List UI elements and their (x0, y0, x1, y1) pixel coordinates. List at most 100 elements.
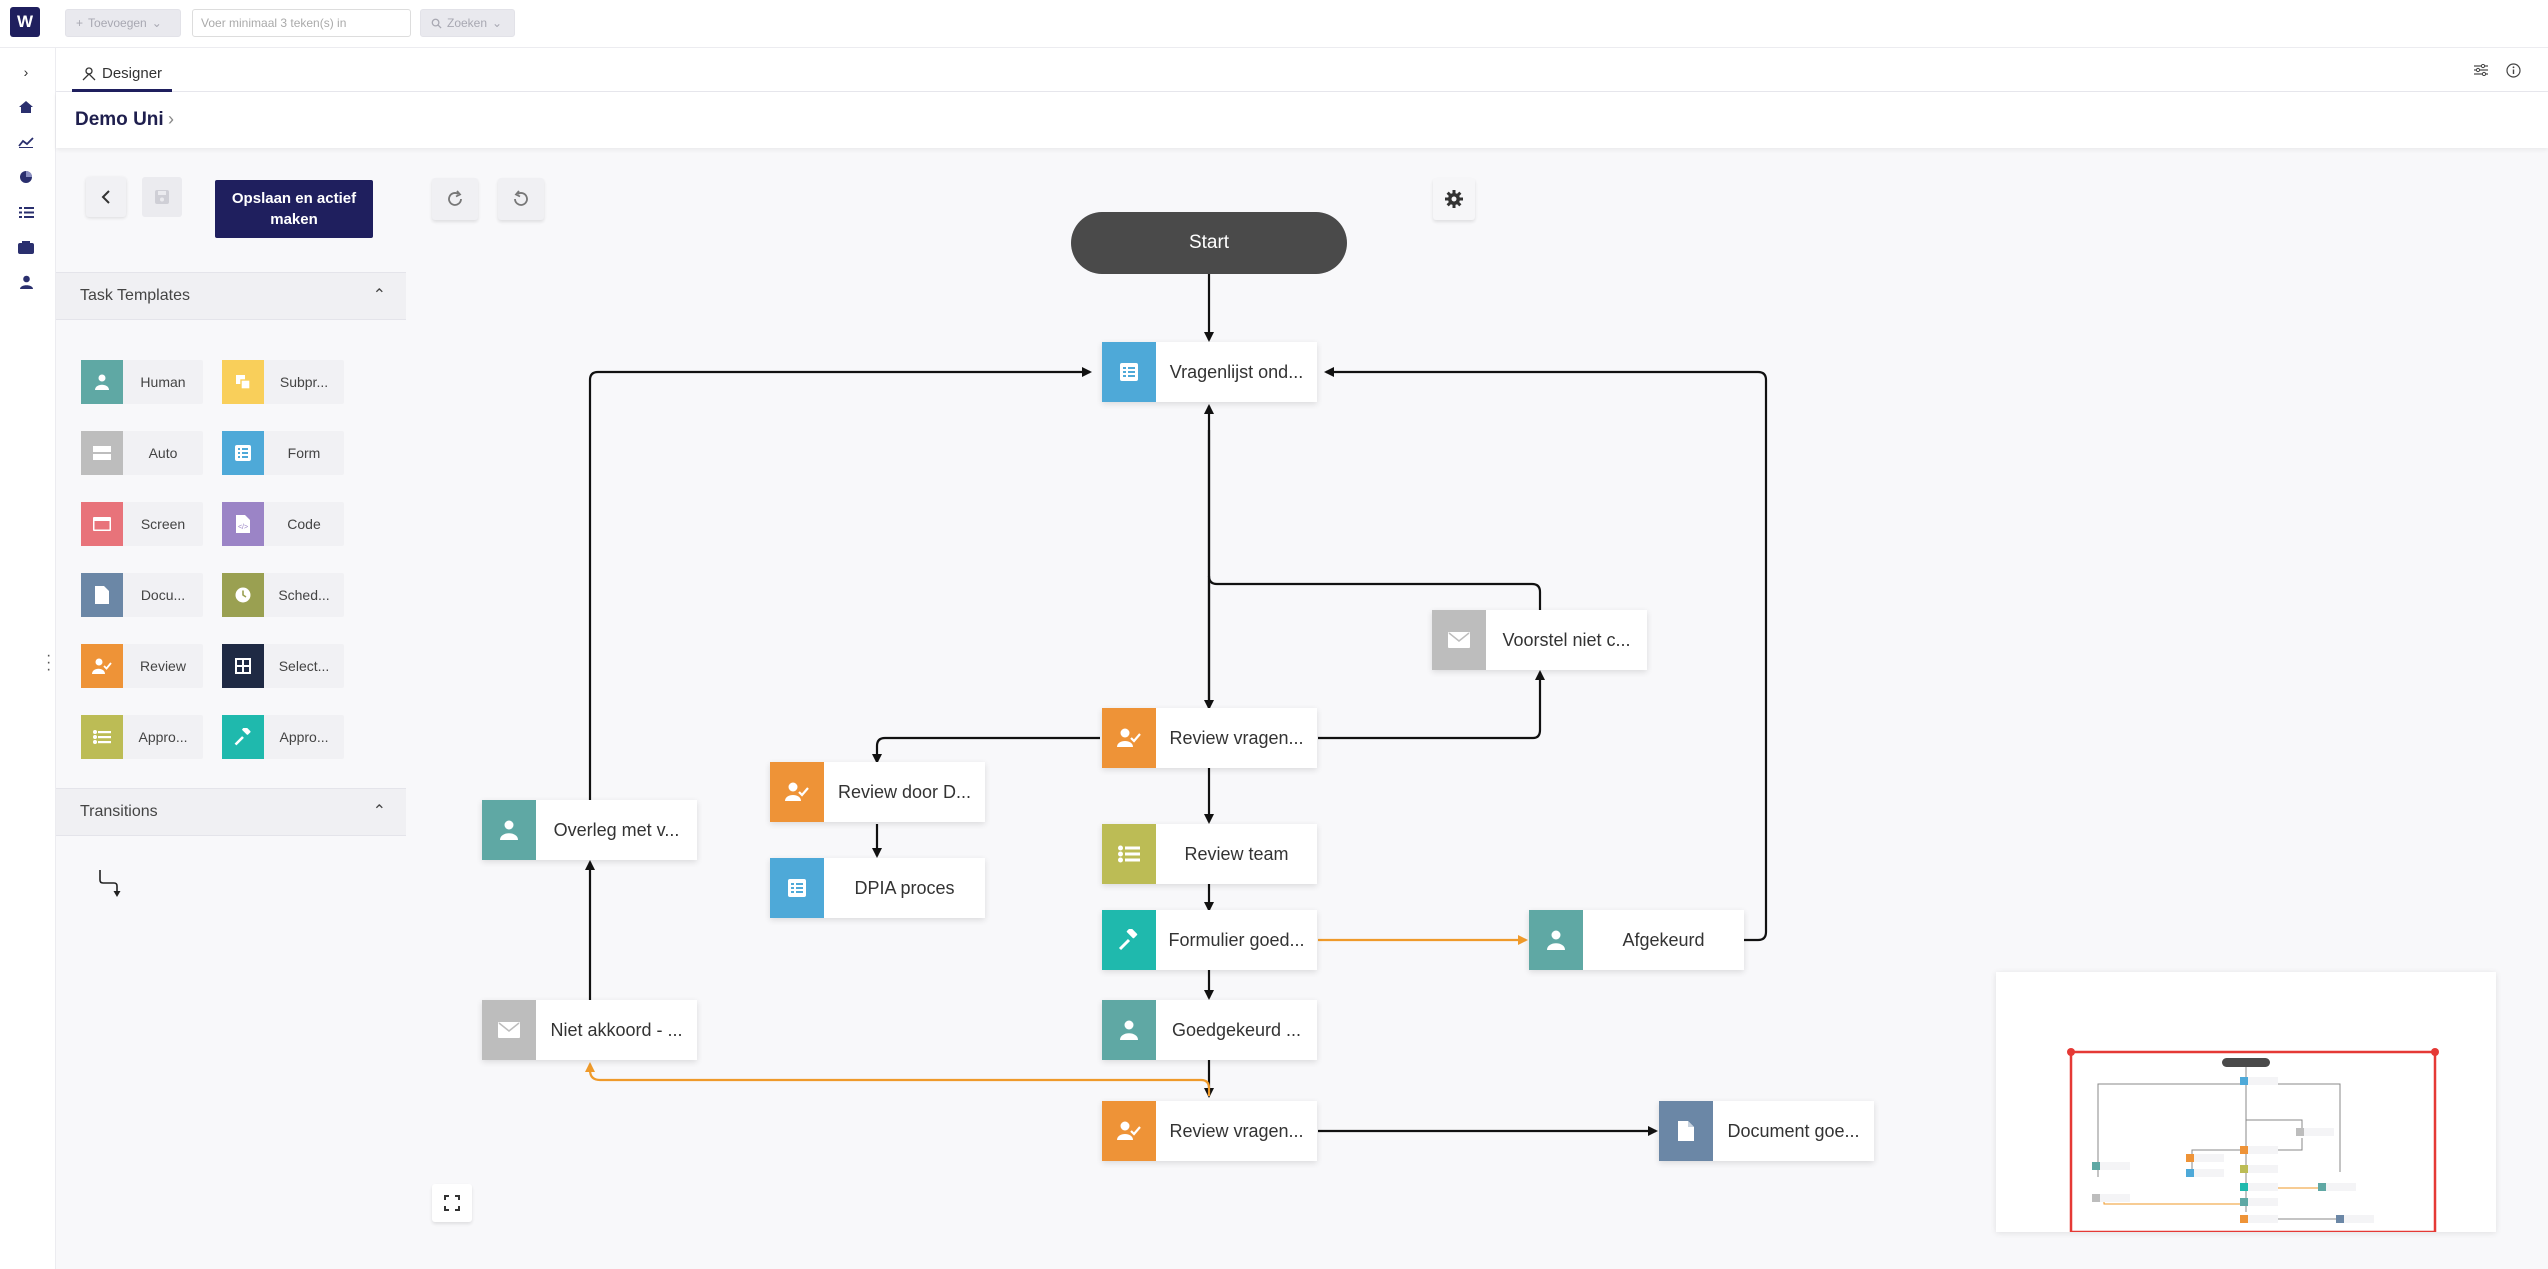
redo-button[interactable] (432, 178, 478, 220)
form-icon (222, 431, 264, 475)
edge-voorstel-vragenlijst (1207, 575, 1542, 610)
transition-tool-icon[interactable] (98, 868, 124, 898)
node-review-team[interactable]: Review team (1102, 824, 1317, 884)
minimap-preview (2067, 1048, 2439, 1234)
template-subpr[interactable]: Subpr... (222, 360, 344, 404)
task-templates-heading: Task Templates (80, 287, 190, 304)
chevron-left-icon (101, 190, 110, 204)
search-button-label: Zoeken (447, 16, 488, 30)
start-node[interactable]: Start (1071, 212, 1347, 274)
info-icon[interactable] (2504, 61, 2522, 79)
pie-chart-icon[interactable] (17, 168, 35, 186)
node-dpia[interactable]: DPIA proces (770, 858, 985, 918)
node-overleg[interactable]: Overleg met v... (482, 800, 697, 860)
chevron-right-icon[interactable]: › (23, 64, 29, 80)
gavel-icon (1102, 910, 1156, 970)
node-review-vragen-1[interactable]: Review vragen... (1102, 708, 1317, 768)
fullscreen-button[interactable] (432, 1184, 472, 1222)
auto-icon (81, 431, 123, 475)
sliders-icon[interactable] (2472, 61, 2490, 79)
form-icon (1102, 342, 1156, 402)
back-button[interactable] (86, 177, 126, 217)
floppy-disk-icon (155, 190, 169, 204)
chevron-right-icon: › (168, 109, 174, 129)
app-logo[interactable]: W (10, 7, 40, 37)
template-sched[interactable]: Sched... (222, 573, 344, 617)
template-docu[interactable]: Docu... (81, 573, 203, 617)
template-appro[interactable]: Appro... (222, 715, 344, 759)
template-code[interactable]: </>Code (222, 502, 344, 546)
page-title[interactable]: Demo Uni (75, 109, 164, 130)
node-goedgekeurd[interactable]: Goedgekeurd ... (1102, 1000, 1317, 1060)
undo-button[interactable] (498, 178, 544, 220)
node-vragenlijst[interactable]: Vragenlijst ond... (1102, 342, 1317, 402)
tab-designer[interactable]: Designer (72, 58, 173, 92)
node-review-vragen-2[interactable]: Review vragen... (1102, 1101, 1317, 1161)
node-label: Overleg met v... (553, 819, 680, 840)
chevron-down-icon: ⌄ (151, 16, 162, 30)
settings-button[interactable] (1433, 178, 1475, 220)
template-label: Review (140, 658, 186, 674)
person-icon (81, 360, 123, 404)
expand-icon (444, 1195, 460, 1211)
node-label: DPIA proces (854, 877, 955, 898)
mail-icon (482, 1000, 536, 1060)
node-review-door[interactable]: Review door D... (770, 762, 985, 822)
save-and-activate-button[interactable]: Opslaan en actief maken (215, 180, 373, 238)
node-niet-akkoord[interactable]: Niet akkoord - ... (482, 1000, 697, 1060)
chart-icon[interactable] (17, 133, 35, 151)
node-label: Goedgekeurd ... (1171, 1019, 1302, 1040)
review-icon (81, 644, 123, 688)
node-label: Voorstel niet c... (1502, 629, 1631, 650)
add-button[interactable]: + Toevoegen ⌄ (65, 9, 181, 37)
template-appro[interactable]: Appro... (81, 715, 203, 759)
document-icon (1659, 1101, 1713, 1161)
transitions-header[interactable]: Transitions ⌃ (56, 788, 406, 836)
gear-icon (1445, 190, 1463, 208)
template-form[interactable]: Form (222, 431, 344, 475)
node-formulier[interactable]: Formulier goed... (1102, 910, 1317, 970)
form-icon (770, 858, 824, 918)
node-document[interactable]: Document goe... (1659, 1101, 1874, 1161)
search-button[interactable]: Zoeken ⌄ (420, 9, 515, 37)
designer-side-panel: Opslaan en actief maken Task Templates ⌃… (56, 150, 406, 1269)
designer-icon (82, 66, 96, 80)
template-review[interactable]: Review (81, 644, 203, 688)
template-label: Select... (278, 658, 330, 674)
inbox-icon[interactable] (17, 238, 35, 256)
search-icon (431, 18, 442, 29)
user-icon[interactable] (17, 273, 35, 291)
template-label: Docu... (140, 587, 186, 603)
node-afgekeurd[interactable]: Afgekeurd (1529, 910, 1744, 970)
template-label: Subpr... (279, 374, 329, 390)
template-label: Appro... (138, 729, 188, 745)
edge-review-reviewdoor (872, 736, 1100, 764)
plus-icon: + (76, 16, 84, 30)
save-button[interactable] (142, 177, 182, 217)
node-label: Document goe... (1727, 1120, 1860, 1141)
node-label: Review vragen... (1169, 1120, 1304, 1141)
template-select[interactable]: Select... (222, 644, 344, 688)
minimap[interactable] (1996, 972, 2496, 1234)
search-input[interactable]: Voer minimaal 3 teken(s) in (192, 9, 411, 37)
task-list-icon[interactable] (17, 203, 35, 221)
template-label: Auto (148, 445, 178, 461)
template-label: Human (140, 374, 186, 390)
edge-review2-nietakkoord (585, 1062, 1211, 1096)
review-icon (770, 762, 824, 822)
review-icon (1102, 1101, 1156, 1161)
template-screen[interactable]: Screen (81, 502, 203, 546)
task-templates-header[interactable]: Task Templates ⌃ (56, 272, 406, 320)
panel-resize-handle-icon[interactable]: ··· (46, 647, 52, 678)
workflow-canvas[interactable]: Start Vragenlijst ond... Voorstel niet c… (406, 150, 2548, 1269)
template-auto[interactable]: Auto (81, 431, 203, 475)
home-icon[interactable] (17, 98, 35, 116)
person-icon (1529, 910, 1583, 970)
subprocess-icon (222, 360, 264, 404)
review-icon (1102, 708, 1156, 768)
template-label: Appro... (279, 729, 329, 745)
tab-bar: Designer (56, 48, 2548, 92)
node-voorstel[interactable]: Voorstel niet c... (1432, 610, 1647, 670)
mail-icon (1432, 610, 1486, 670)
template-human[interactable]: Human (81, 360, 203, 404)
